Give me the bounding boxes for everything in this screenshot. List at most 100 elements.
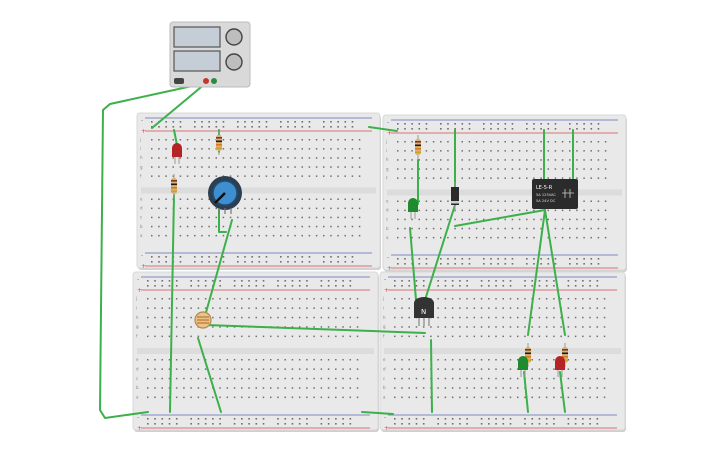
rail-hole	[194, 121, 196, 123]
strip-hole	[301, 157, 303, 159]
rail-hole	[538, 423, 541, 425]
strip-hole	[147, 326, 149, 328]
strip-hole	[175, 359, 178, 361]
strip-hole	[418, 209, 420, 212]
strip-hole	[306, 307, 308, 309]
strip-hole	[315, 148, 318, 150]
strip-hole	[161, 359, 163, 361]
strip-hole	[147, 298, 149, 300]
strip-hole	[204, 387, 207, 389]
strip-hole	[291, 368, 294, 370]
strip-hole	[603, 298, 606, 300]
strip-hole	[226, 335, 229, 338]
strip-hole	[313, 359, 315, 361]
strip-hole	[165, 166, 167, 168]
strip-hole	[459, 368, 461, 370]
strip-hole	[284, 377, 286, 380]
rail-hole	[337, 256, 339, 258]
strip-hole	[158, 148, 160, 150]
strip-hole	[603, 396, 606, 399]
strip-hole	[186, 207, 189, 210]
rail-hole	[212, 423, 214, 425]
rail-hole	[175, 418, 178, 420]
rail-hole	[284, 285, 287, 287]
strip-hole	[459, 359, 461, 361]
strip-hole	[576, 168, 578, 170]
supply-knob-voltage	[225, 28, 243, 46]
strip-hole	[553, 316, 555, 319]
strip-hole	[540, 168, 542, 170]
rail-hole	[495, 280, 497, 282]
strip-hole	[175, 307, 178, 309]
strip-hole	[323, 148, 325, 150]
rail-hole	[511, 263, 514, 265]
rail-hole	[553, 285, 555, 287]
strip-hole	[437, 359, 439, 361]
strip-hole	[186, 225, 189, 228]
strip-hole	[330, 139, 332, 141]
rail-hole	[461, 123, 464, 125]
strip-hole	[287, 207, 289, 210]
strip-hole	[337, 139, 339, 141]
strip-hole	[475, 227, 478, 230]
strip-hole	[335, 359, 337, 361]
rail-hole	[504, 258, 507, 260]
strip-hole	[451, 359, 454, 361]
strip-hole	[280, 139, 282, 141]
strip-hole	[480, 326, 483, 328]
strip-hole	[589, 387, 591, 389]
strip-hole	[154, 359, 156, 361]
rail-hole	[215, 261, 218, 263]
strip-hole	[597, 177, 600, 179]
strip-hole	[401, 387, 403, 389]
rail-hole	[497, 258, 499, 260]
strip-hole	[582, 377, 584, 380]
strip-hole	[440, 218, 442, 221]
strip-hole	[524, 307, 526, 309]
strip-hole	[194, 225, 196, 228]
strip-hole	[480, 396, 483, 399]
strip-hole	[468, 236, 471, 239]
rail-hole	[538, 418, 541, 420]
rail-hole	[194, 256, 196, 258]
strip-hole	[483, 141, 485, 143]
strip-hole	[287, 216, 289, 219]
strip-hole	[277, 368, 279, 370]
strip-hole	[194, 216, 196, 219]
strip-hole	[468, 200, 471, 202]
rail-hole	[298, 418, 301, 420]
strip-hole	[597, 168, 600, 170]
rail-hole	[418, 258, 421, 260]
strip-hole	[222, 157, 225, 159]
rail-hole	[509, 280, 512, 282]
strip-hole	[495, 396, 497, 399]
rail-hole	[394, 280, 396, 282]
strip-hole	[294, 166, 296, 168]
rail-hole	[258, 256, 261, 258]
resistor-body	[415, 139, 421, 155]
strip-hole	[518, 200, 521, 202]
rail-hole	[335, 280, 337, 282]
strip-hole	[265, 166, 268, 168]
strip-hole	[320, 326, 323, 328]
strip-hole	[404, 200, 406, 202]
strip-hole	[237, 166, 239, 168]
strip-hole	[589, 316, 591, 319]
strip-hole	[244, 216, 246, 219]
row-letter: d	[386, 208, 389, 213]
strip-hole	[349, 359, 352, 361]
rail-hole	[327, 280, 330, 282]
strip-hole	[444, 316, 447, 319]
strip-hole	[255, 377, 257, 380]
strip-hole	[258, 148, 260, 150]
strip-hole	[356, 335, 359, 338]
strip-hole	[294, 234, 296, 237]
strip-hole	[306, 368, 308, 370]
strip-hole	[415, 359, 418, 361]
strip-hole	[315, 234, 318, 237]
strip-hole	[315, 157, 318, 159]
strip-hole	[183, 326, 185, 328]
strip-hole	[422, 335, 425, 338]
strip-hole	[298, 307, 301, 309]
